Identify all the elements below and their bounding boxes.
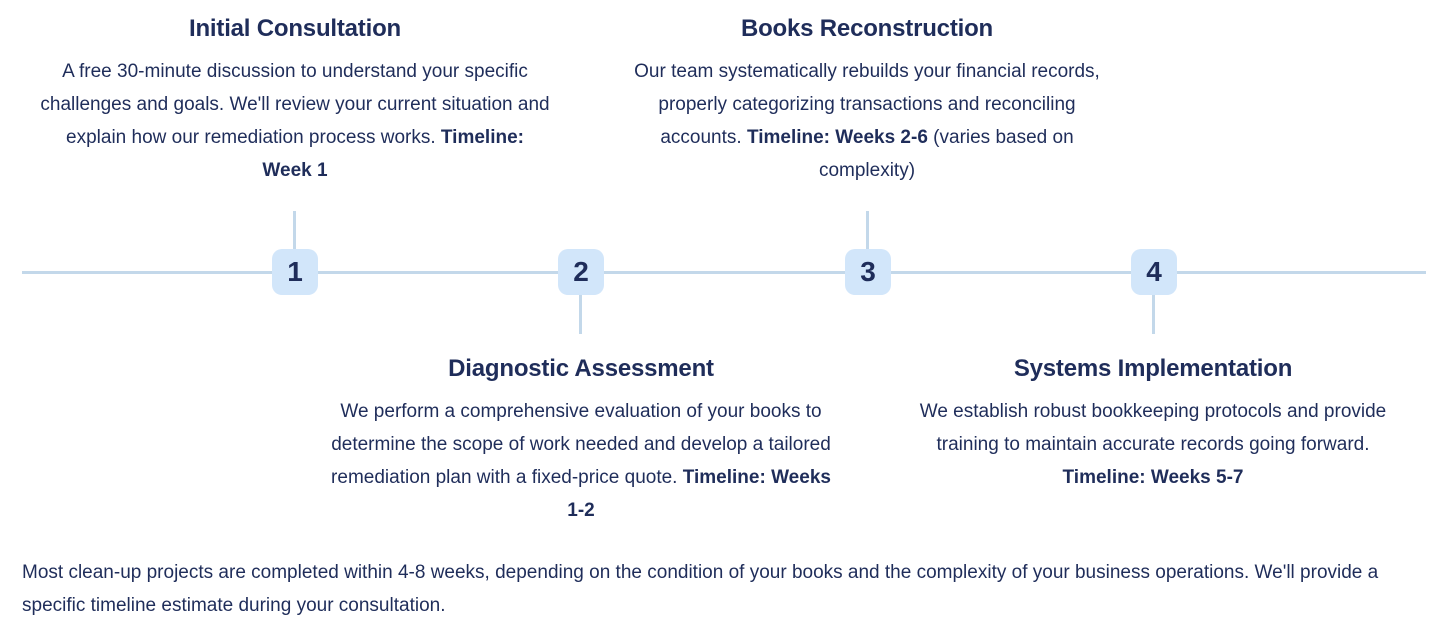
- step-title: Books Reconstruction: [740, 15, 994, 42]
- connector-step-3: [866, 211, 869, 251]
- step-number-badge-3: 3: [845, 249, 891, 295]
- step-description-text: We perform a comprehensive evaluation of…: [331, 400, 831, 488]
- step-timeline: Timeline: Weeks 1-2: [567, 466, 831, 521]
- step-systems-implementation: Systems Implementation We establish robu…: [898, 355, 1408, 494]
- step-title: Initial Consultation: [189, 15, 401, 42]
- step-number-badge-2: 2: [558, 249, 604, 295]
- step-title: Systems Implementation: [1013, 355, 1293, 382]
- step-initial-consultation: Initial Consultation A free 30-minute di…: [40, 15, 550, 187]
- step-description: A free 30-minute discussion to understan…: [40, 55, 550, 187]
- step-description-text: A free 30-minute discussion to understan…: [40, 60, 550, 148]
- connector-step-2: [579, 294, 582, 334]
- step-number-badge-4: 4: [1131, 249, 1177, 295]
- timeline-summary-note: Most clean-up projects are completed wit…: [22, 562, 1379, 616]
- step-description-text: Our team systematically rebuilds your fi…: [634, 60, 1100, 148]
- process-timeline: 1 2 3 4 Initial Consultation A free 30-m…: [22, 15, 1426, 527]
- step-description-text: We establish robust bookkeeping protocol…: [919, 400, 1387, 455]
- step-timeline: Timeline: Week 1: [262, 126, 524, 181]
- step-title: Diagnostic Assessment: [448, 355, 714, 382]
- step-description: We establish robust bookkeeping protocol…: [898, 395, 1408, 494]
- step-timeline: Timeline: Weeks 5-7: [1062, 466, 1244, 488]
- step-description: We perform a comprehensive evaluation of…: [331, 395, 831, 527]
- connector-step-4: [1152, 294, 1155, 334]
- step-timeline-note: (varies based on complexity): [818, 126, 1074, 181]
- connector-step-1: [293, 211, 296, 251]
- step-timeline: Timeline: Weeks 2-6: [746, 126, 928, 148]
- step-books-reconstruction: Books Reconstruction Our team systematic…: [617, 15, 1117, 187]
- timeline-line: [22, 271, 1426, 274]
- step-number-badge-1: 1: [272, 249, 318, 295]
- step-description: Our team systematically rebuilds your fi…: [617, 55, 1117, 187]
- step-diagnostic-assessment: Diagnostic Assessment We perform a compr…: [331, 355, 831, 527]
